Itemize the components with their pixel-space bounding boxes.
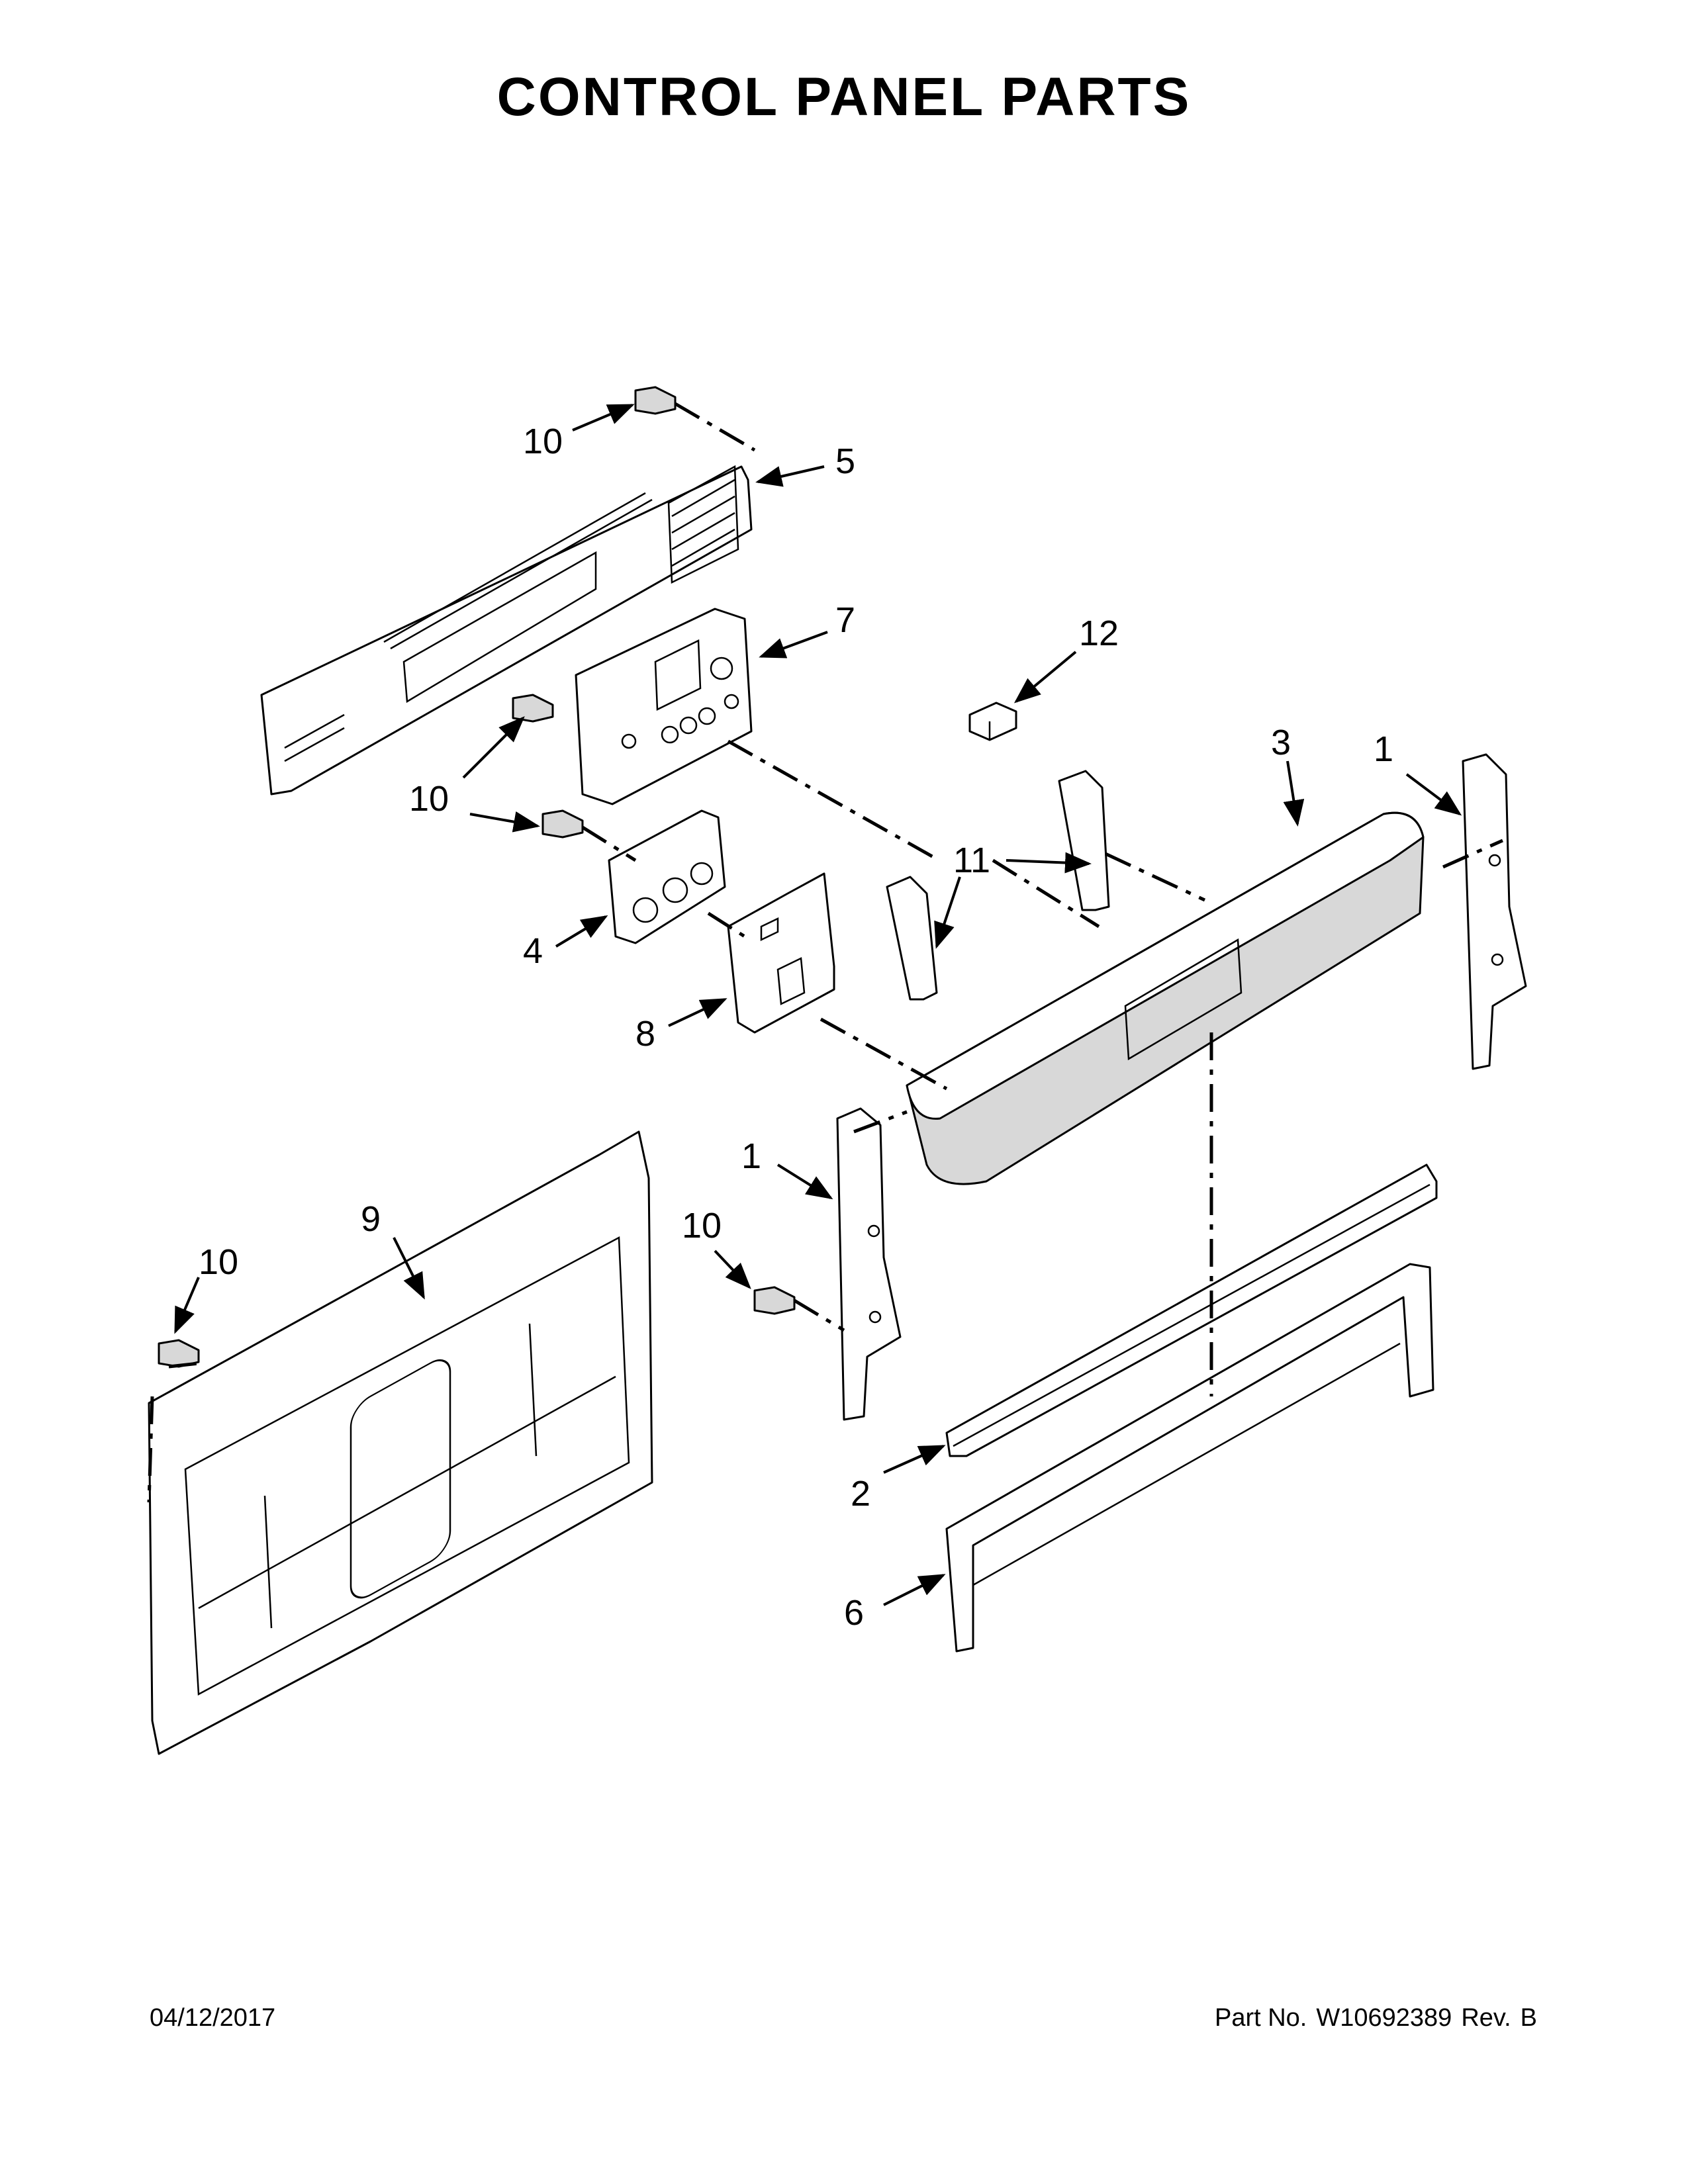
callout-12: 12 — [1079, 614, 1119, 653]
callout-4: 4 — [523, 931, 543, 971]
part-12-connector — [968, 702, 1017, 741]
part-1-end-cap-right — [1462, 753, 1527, 1070]
part-8-bracket — [727, 872, 835, 1034]
part-10-screw-d — [753, 1286, 796, 1315]
part-3-console — [906, 811, 1425, 1185]
part-10-screw-c — [541, 809, 584, 839]
callout-10: 10 — [199, 1242, 238, 1282]
part-number: W10692389 — [1316, 2004, 1452, 2032]
callout-2: 2 — [851, 1474, 870, 1514]
revision: B — [1520, 2004, 1537, 2032]
part-10-screw-e — [158, 1339, 200, 1368]
callout-10: 10 — [682, 1206, 722, 1246]
callout-11: 11 — [953, 841, 990, 880]
page-title: CONTROL PANEL PARTS — [496, 67, 1192, 127]
callout-7: 7 — [835, 600, 855, 640]
callout-3: 3 — [1271, 723, 1291, 762]
part-6-frame — [945, 1263, 1434, 1653]
callout-5: 5 — [835, 441, 855, 481]
leader-arrows — [174, 404, 1462, 1606]
callout-labels: 10 5 7 12 10 3 1 10 11 4 8 1 9 10 10 2 6 — [199, 422, 1393, 1633]
part-10-screw-b — [512, 694, 554, 723]
part-2-rail — [945, 1163, 1438, 1457]
callout-10: 10 — [523, 422, 563, 461]
part-10-screw-a — [634, 386, 677, 415]
part-11-clips — [886, 770, 1110, 1001]
part-5-rear-panel — [260, 465, 753, 796]
callout-9: 9 — [361, 1199, 381, 1239]
footer-part-info: Part No. W10692389 Rev. B — [1205, 2004, 1537, 2032]
part-number-label: Part No. — [1214, 2004, 1307, 2032]
part-7-control-board — [575, 608, 753, 805]
callout-6: 6 — [844, 1593, 864, 1633]
part-9-back-panel — [148, 1130, 653, 1755]
callout-1: 1 — [741, 1136, 761, 1176]
alignment-lines — [147, 402, 1504, 1503]
part-1-end-cap-left — [836, 1107, 902, 1421]
callout-10: 10 — [409, 779, 449, 819]
callout-8: 8 — [635, 1014, 655, 1054]
revision-label: Rev. — [1461, 2004, 1511, 2032]
part-4-circuit-board — [608, 809, 726, 944]
callout-1: 1 — [1374, 729, 1393, 769]
footer-date: 04/12/2017 — [150, 2004, 276, 2032]
